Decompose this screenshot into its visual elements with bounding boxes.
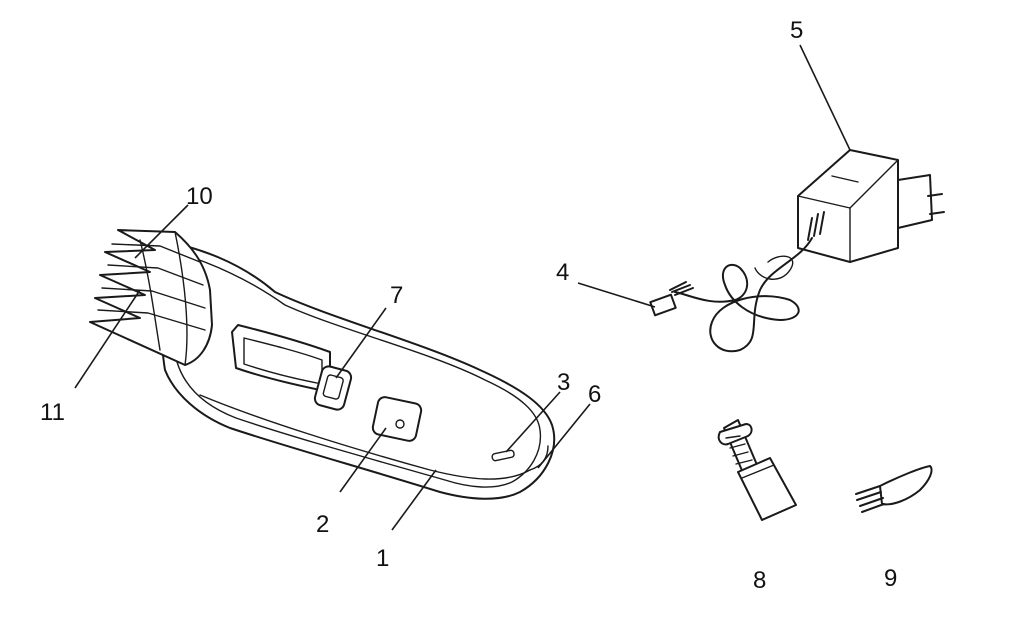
callout-label-7: 7 xyxy=(390,282,403,309)
callout-labels: 1 2 3 4 5 6 7 8 9 10 11 xyxy=(40,17,897,594)
leader-line-1 xyxy=(391,469,437,531)
leader-line-2 xyxy=(339,427,387,493)
clipper-body xyxy=(159,239,556,500)
clipper-indicator xyxy=(491,449,515,462)
leader-line-10 xyxy=(134,204,189,259)
leader-line-3 xyxy=(505,391,561,453)
power-adapter xyxy=(649,149,945,353)
leader-line-4 xyxy=(577,282,656,308)
callout-label-3: 3 xyxy=(557,369,570,396)
cleaning-brush xyxy=(855,465,933,513)
callout-label-4: 4 xyxy=(556,259,569,286)
callout-label-11: 11 xyxy=(40,399,65,426)
callout-label-2: 2 xyxy=(316,511,329,538)
leader-lines xyxy=(74,44,851,531)
leader-line-6 xyxy=(537,403,591,469)
hair-clipper xyxy=(89,229,556,500)
callout-label-8: 8 xyxy=(753,567,766,594)
callout-label-10: 10 xyxy=(186,183,213,210)
callout-label-9: 9 xyxy=(884,565,897,592)
clipper-power-button xyxy=(371,396,423,442)
callout-label-6: 6 xyxy=(588,381,601,408)
clipper-comb xyxy=(89,229,213,366)
callout-label-5: 5 xyxy=(790,17,803,44)
leader-line-11 xyxy=(74,289,141,389)
callout-label-1: 1 xyxy=(376,545,389,572)
leader-line-7 xyxy=(335,307,387,379)
oil-bottle xyxy=(717,419,797,521)
leader-line-5 xyxy=(799,44,851,151)
clipper-switch xyxy=(313,365,353,411)
